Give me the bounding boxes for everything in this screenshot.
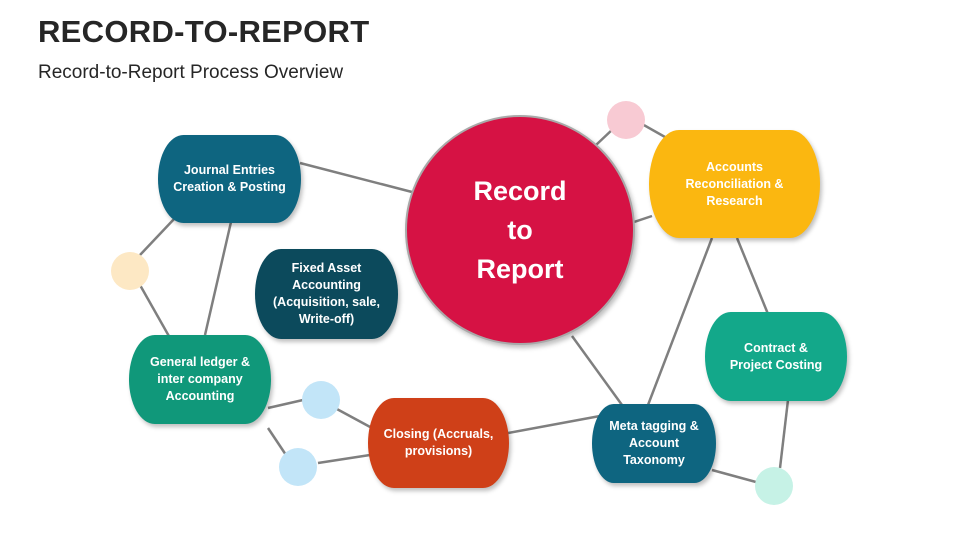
- line-closing-meta: [507, 414, 601, 435]
- line-bluedot1-closing: [334, 406, 373, 430]
- node-closing: Closing (Accruals, provisions): [368, 398, 509, 488]
- pink-dot: [607, 101, 645, 139]
- blue-dot-lower: [279, 448, 317, 486]
- hub-record-to-report: Record to Report: [405, 115, 635, 345]
- page-title: RECORD-TO-REPORT: [38, 14, 370, 49]
- node-fixed-asset: Fixed Asset Accounting (Acquisition, sal…: [255, 249, 398, 339]
- line-pinkdot-accounts: [641, 122, 666, 139]
- line-ledger-bluedot1: [267, 398, 304, 410]
- blue-dot-upper: [302, 381, 340, 419]
- line-journal-hub: [299, 161, 413, 194]
- line-accounts-meta: [646, 237, 714, 406]
- node-accounts-reconciliation: Accounts Reconciliation & Research: [649, 130, 820, 238]
- line-contract-mintdot: [778, 399, 790, 469]
- line-journal-ledger: [203, 221, 233, 336]
- line-hub-meta: [570, 335, 624, 406]
- page-subtitle: Record-to-Report Process Overview: [38, 62, 344, 83]
- yellow-dot: [111, 252, 149, 290]
- line-yellowdot-ledger: [138, 284, 172, 339]
- node-contract-costing: Contract & Project Costing: [705, 312, 847, 401]
- line-journal-yellowdot: [139, 217, 176, 256]
- node-journal-entries: Journal Entries Creation & Posting: [158, 135, 301, 223]
- mint-dot: [755, 467, 793, 505]
- node-general-ledger: General ledger & inter company Accountin…: [129, 335, 271, 424]
- line-meta-mintdot: [711, 468, 757, 484]
- line-hub-accounts: [633, 214, 653, 224]
- line-accounts-contract: [735, 237, 770, 315]
- line-bluedot2-closing: [317, 453, 371, 465]
- node-meta-tagging: Meta tagging & Account Taxonomy: [592, 404, 716, 483]
